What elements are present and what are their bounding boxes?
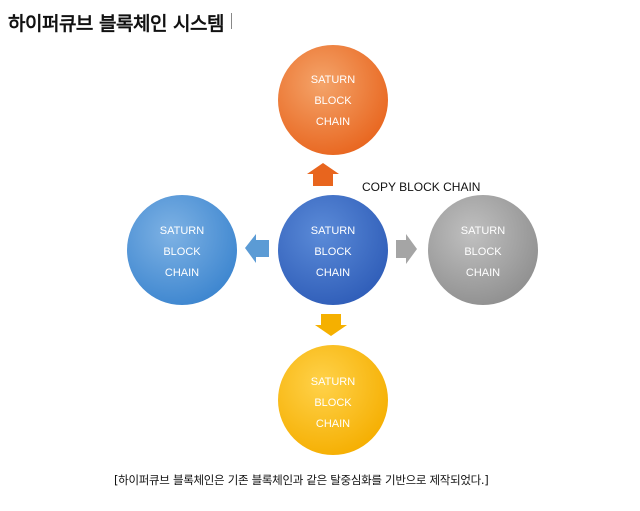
figure-caption: [하이퍼큐브 블록체인은 기존 블록체인과 같은 탈중심화를 기반으로 제작되었… — [114, 473, 489, 487]
node-top-line-3: CHAIN — [316, 116, 350, 128]
text-cursor — [231, 13, 232, 29]
node-left: SATURN BLOCK CHAIN — [127, 195, 237, 305]
node-right-line-3: CHAIN — [466, 267, 500, 279]
node-center-line-2: BLOCK — [314, 246, 352, 258]
copy-block-chain-label: COPY BLOCK CHAIN — [362, 180, 481, 194]
arrow-up-icon — [307, 163, 339, 186]
node-bottom: SATURN BLOCK CHAIN — [278, 345, 388, 455]
node-top: SATURN BLOCK CHAIN — [278, 45, 388, 155]
node-right-line-2: BLOCK — [464, 246, 502, 258]
node-bottom-line-1: SATURN — [311, 376, 355, 388]
node-center-line-3: CHAIN — [316, 267, 350, 279]
node-left-line-1: SATURN — [160, 225, 204, 237]
node-right: SATURN BLOCK CHAIN — [428, 195, 538, 305]
node-top-line-2: BLOCK — [314, 95, 352, 107]
node-bottom-line-3: CHAIN — [316, 418, 350, 430]
page-title: 하이퍼큐브 블록체인 시스템 — [8, 13, 225, 35]
node-center: SATURN BLOCK CHAIN — [278, 195, 388, 305]
node-center-line-1: SATURN — [311, 225, 355, 237]
arrow-down-icon — [315, 314, 347, 336]
node-left-line-3: CHAIN — [165, 267, 199, 279]
node-left-line-2: BLOCK — [163, 246, 201, 258]
node-top-line-1: SATURN — [311, 74, 355, 86]
node-bottom-line-2: BLOCK — [314, 397, 352, 409]
node-right-line-1: SATURN — [461, 225, 505, 237]
arrow-left-icon — [245, 234, 269, 263]
arrow-right-icon — [396, 234, 417, 264]
